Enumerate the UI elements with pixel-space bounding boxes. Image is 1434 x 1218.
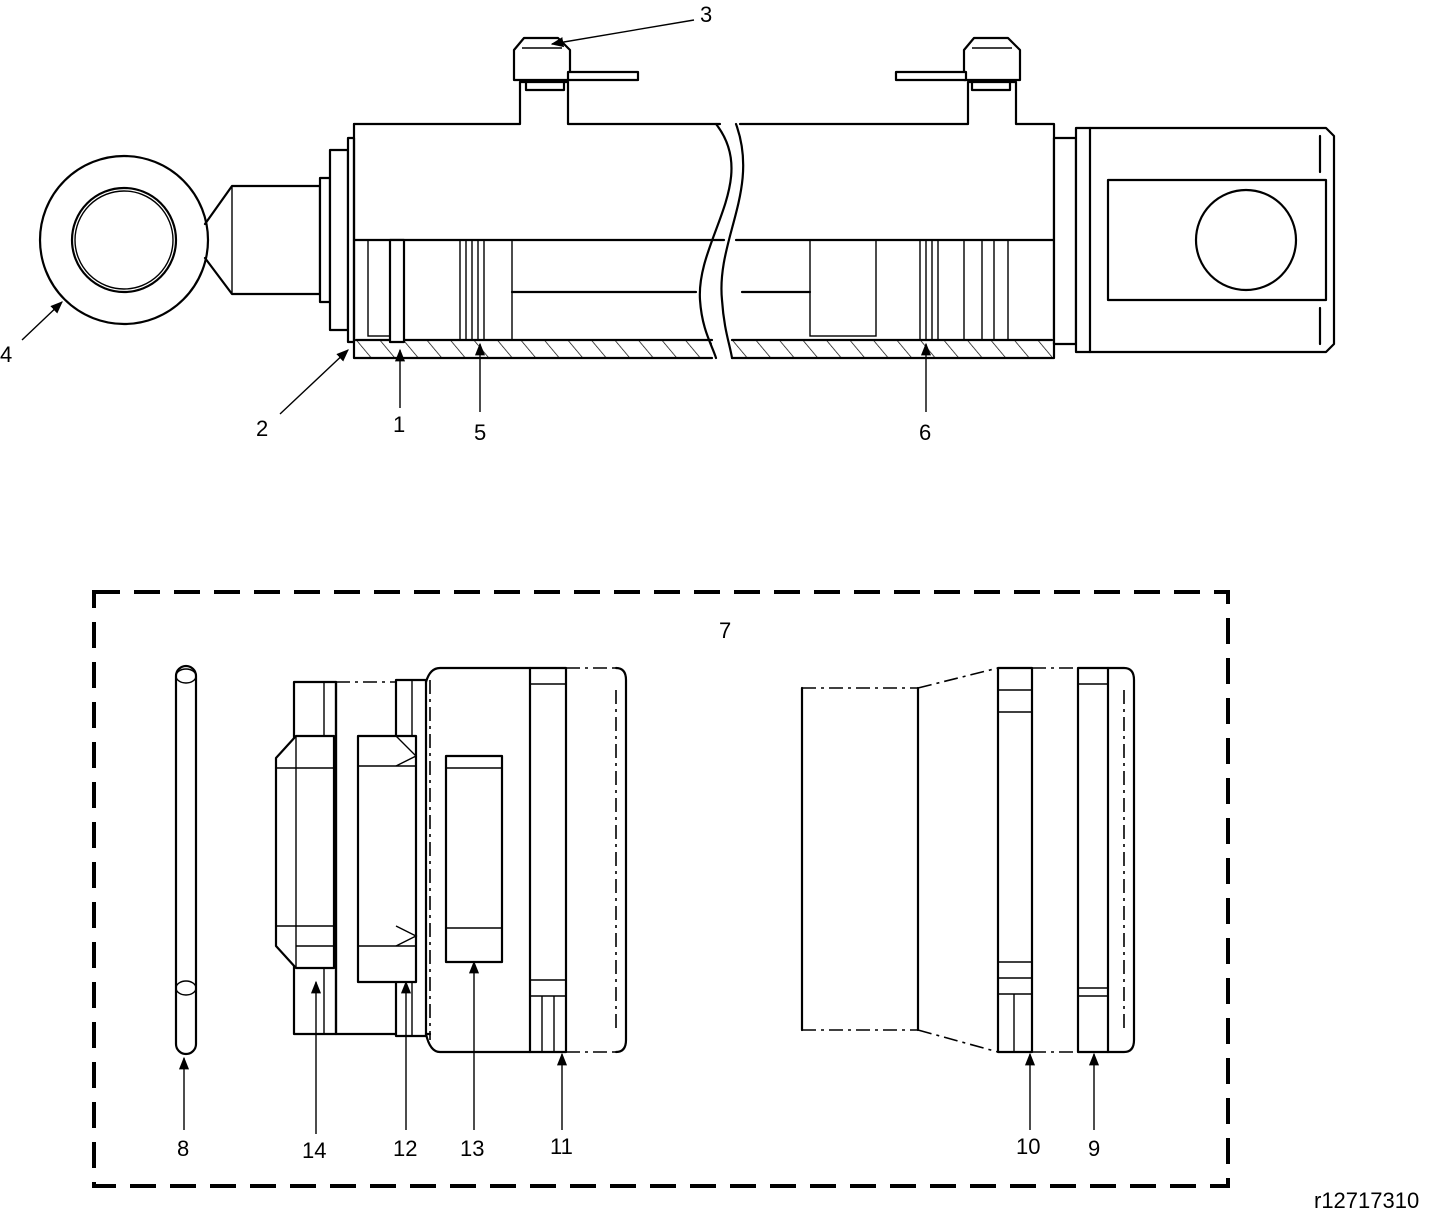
callout-6: 6 [919, 420, 931, 445]
callout-12: 12 [393, 1136, 417, 1161]
callout-10: 10 [1016, 1134, 1040, 1159]
gland-part [274, 666, 628, 1054]
cylinder-assembly [21, 19, 1336, 415]
seal-kit-frame [92, 590, 1230, 1188]
leaders-top [21, 19, 932, 415]
callout-8: 8 [177, 1136, 189, 1161]
callout-4: 4 [0, 342, 12, 367]
callout-3: 3 [700, 2, 712, 27]
callout-2: 2 [256, 416, 268, 441]
callout-13: 13 [460, 1136, 484, 1161]
cylinder-barrel [352, 80, 1056, 360]
callout-14: 14 [302, 1138, 326, 1163]
rod-eye [38, 136, 356, 344]
grease-fitting-left [512, 36, 640, 92]
callout-7: 7 [719, 618, 731, 643]
callout-11: 11 [550, 1134, 573, 1159]
callout-1: 1 [393, 412, 405, 437]
leaders-bottom [178, 960, 1100, 1134]
base-end-clevis [1052, 126, 1336, 354]
grease-fitting-right [894, 36, 1022, 92]
piston-part [800, 666, 1136, 1054]
callout-5: 5 [474, 420, 486, 445]
drawing-reference: r12717310 [1314, 1188, 1419, 1213]
o-ring-part [174, 664, 198, 1056]
callout-9: 9 [1088, 1136, 1100, 1161]
